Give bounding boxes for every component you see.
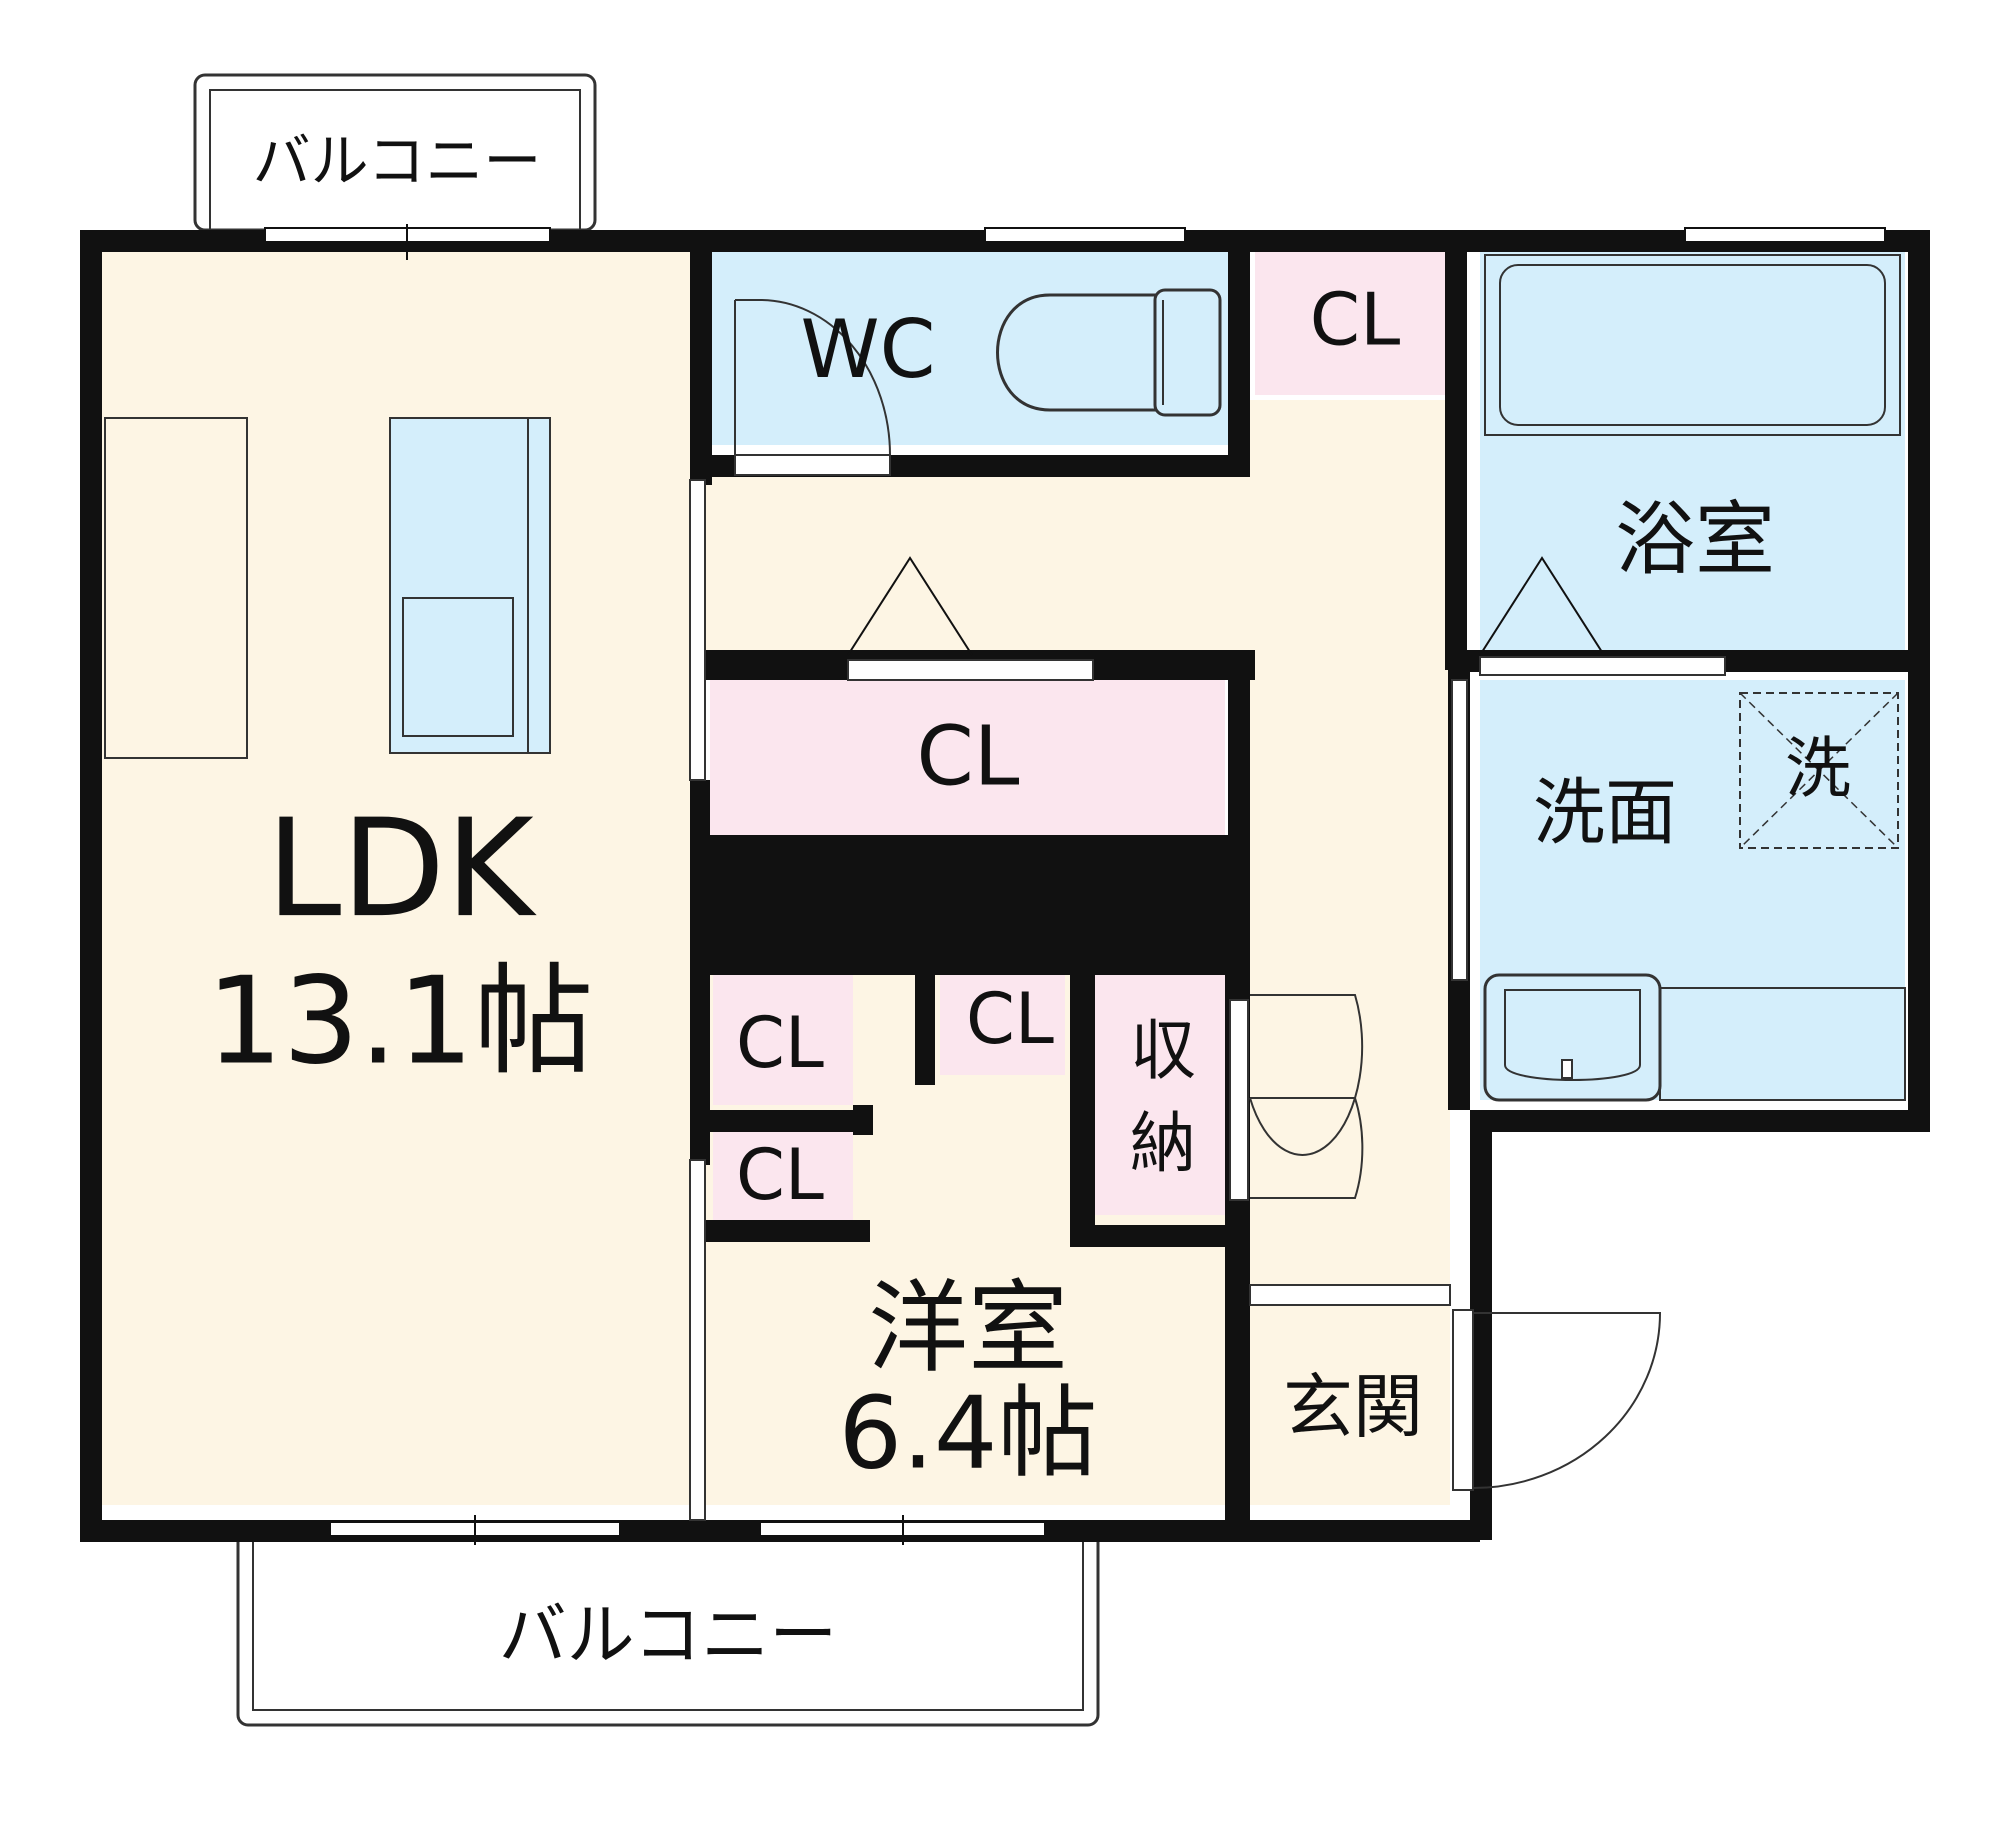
closet-mid-label: CL: [917, 709, 1020, 804]
window-bath: [1684, 227, 1886, 243]
window-wc: [984, 227, 1186, 243]
bathtub: [1499, 264, 1886, 426]
ldk-size: 13.1帖: [206, 953, 593, 1092]
closet-small-1-floor: [713, 975, 853, 1105]
closet-small-3-floor: [713, 1130, 853, 1220]
storage-label-top: 収: [1130, 1012, 1196, 1089]
closet-small-3-label: CL: [736, 1134, 824, 1216]
toilet: [996, 293, 1162, 412]
door-swing-wc: [735, 299, 891, 456]
storage-label-bottom: 納: [1130, 1105, 1196, 1182]
balcony-top-label: バルコニー: [253, 127, 542, 195]
door-swing-bath: [1481, 556, 1603, 653]
washer-space: [1739, 692, 1899, 849]
entrance-label: 玄関: [1283, 1366, 1423, 1448]
kitchen-counter: [104, 417, 248, 759]
bath-label: 浴室: [1615, 493, 1775, 586]
washer-label: 洗: [1785, 730, 1851, 807]
closet-mid-floor: [710, 680, 1225, 835]
door-swing-entrance: [1472, 1312, 1662, 1489]
washroom-label: 洗面: [1533, 771, 1677, 855]
sliding-door-storage: [1229, 999, 1249, 1201]
western-room-size: 6.4帖: [838, 1374, 1097, 1491]
entrance-floor: [1250, 1295, 1450, 1505]
western-room-name: 洋室: [868, 1269, 1068, 1386]
closet-top-label: CL: [1310, 278, 1400, 362]
sliding-door-ldk-lower: [689, 1159, 706, 1521]
walls: [80, 230, 1930, 1542]
closet-small-1-label: CL: [736, 1002, 824, 1084]
wc-label: WC: [801, 303, 936, 396]
closet-small-2-floor: [940, 975, 1065, 1075]
storage-floor: [1095, 975, 1230, 1215]
ldk-name: LDK: [266, 790, 537, 947]
door-swing-closet: [847, 556, 973, 656]
closet-small-2-label: CL: [966, 978, 1054, 1060]
sliding-door-washroom: [1451, 679, 1468, 981]
closet-top-floor: [1255, 250, 1450, 395]
balcony-bottom-label: バルコニー: [499, 1597, 838, 1676]
sliding-door-ldk-upper: [689, 479, 706, 781]
door-swing-storage: [1249, 994, 1364, 1199]
